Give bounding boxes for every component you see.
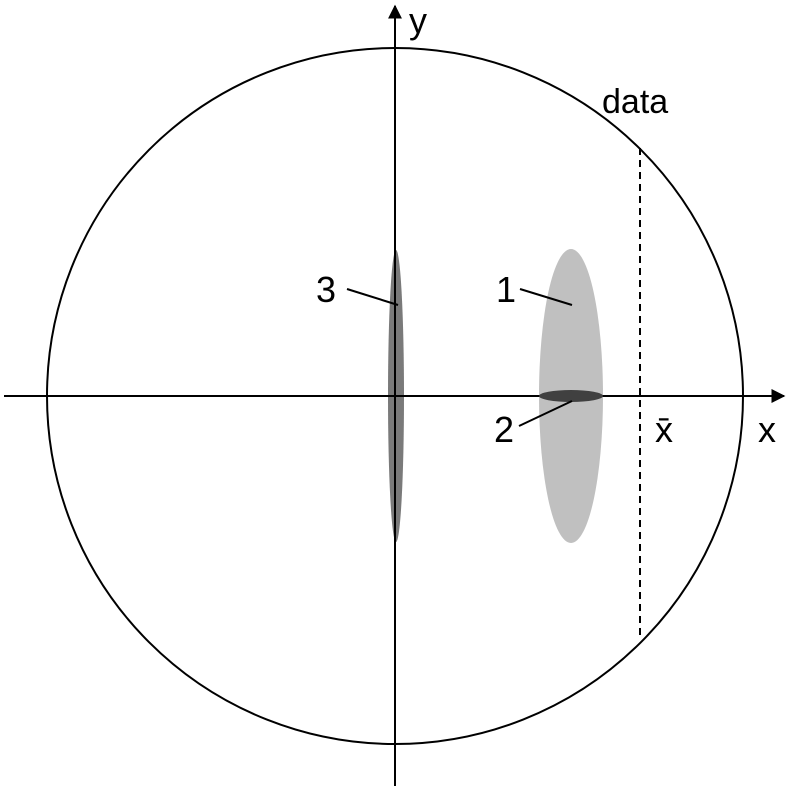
leader-line-2 <box>518 400 573 427</box>
leader-line-3 <box>346 288 399 306</box>
label-2: 2 <box>494 409 514 450</box>
x-axis-label: x <box>758 409 776 450</box>
label-3: 3 <box>316 269 336 310</box>
data-label: data <box>602 83 668 121</box>
x-bar-label: x̄ <box>655 409 673 450</box>
leader-line-1 <box>519 288 573 306</box>
label-1: 1 <box>496 269 516 310</box>
ellipse-2 <box>539 390 603 402</box>
y-axis-label: y <box>409 0 427 41</box>
